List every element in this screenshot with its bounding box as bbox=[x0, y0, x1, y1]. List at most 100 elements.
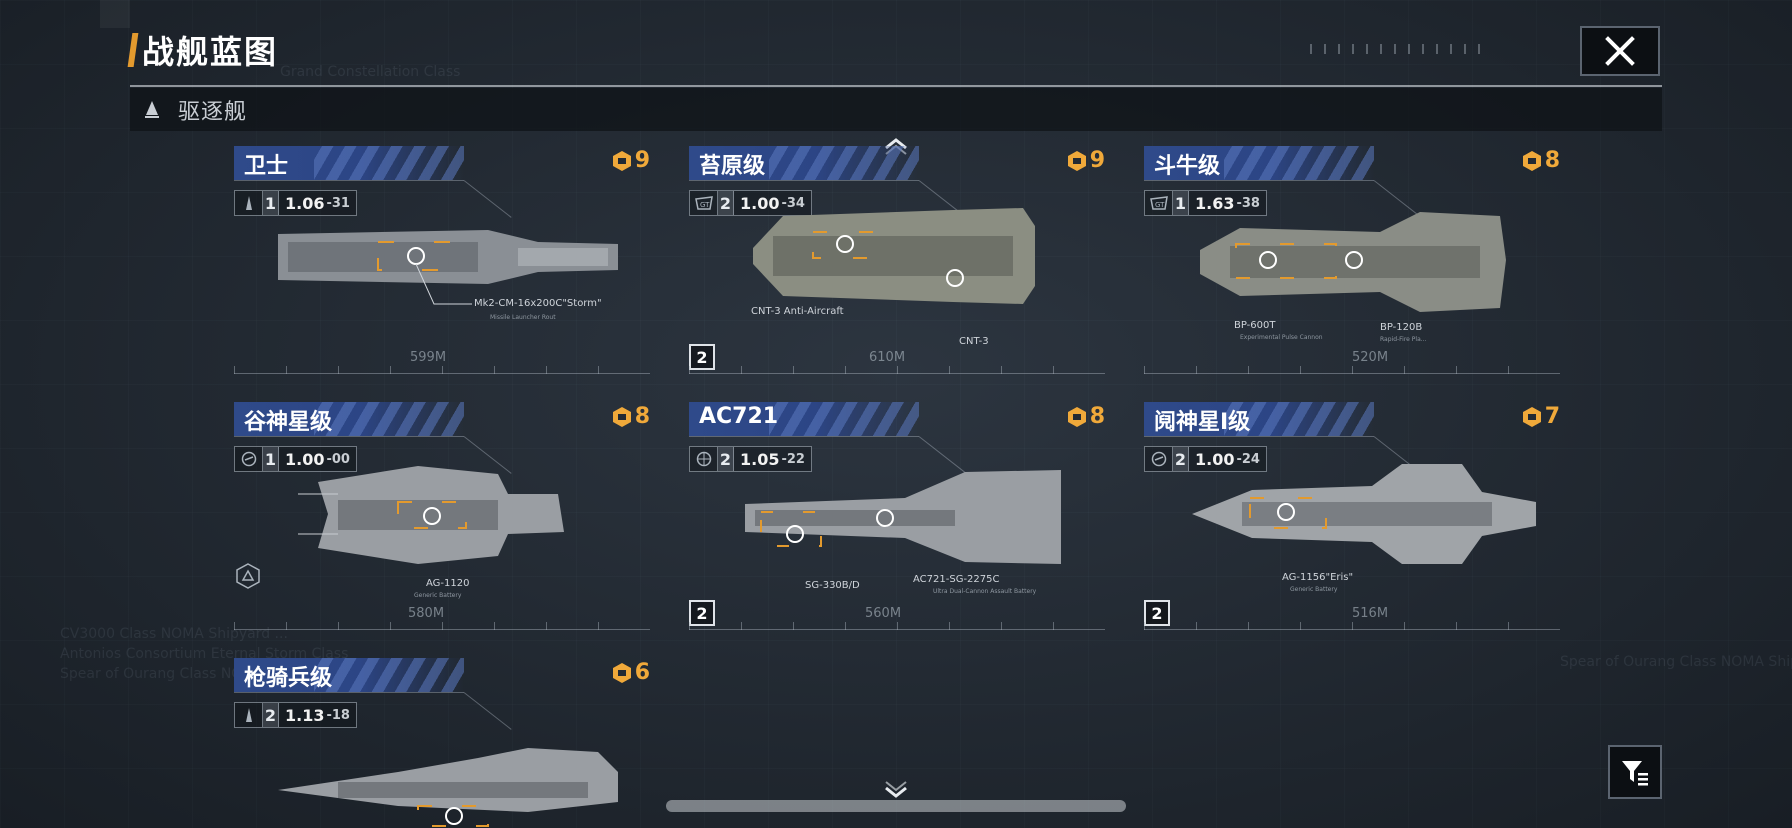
length-ruler bbox=[689, 366, 1105, 374]
ship-stats: 2 1.00-24 bbox=[1144, 446, 1267, 472]
close-x-icon bbox=[1605, 36, 1635, 66]
ship-stats: 1 1.06-31 bbox=[234, 190, 357, 216]
ship-card-ceres[interactable]: 谷神星级 8 1 1.00-00 AG-1120 Generic Battery… bbox=[234, 402, 650, 642]
blueprint-chip-icon bbox=[612, 662, 631, 683]
weapon-label: Mk2-CM-16x200C"Storm" bbox=[474, 298, 602, 309]
weapon-label: AG-1156"Eris" bbox=[1282, 572, 1354, 583]
blueprint-chip-icon bbox=[612, 150, 631, 171]
ship-card-bull[interactable]: 斗牛级 8 GT 1 1.63-38 BP-600T Experimental … bbox=[1144, 146, 1560, 386]
weapon-label: AG-1120 bbox=[426, 578, 470, 589]
stat-tier: 2 bbox=[718, 191, 734, 215]
stat-ratio-main: 1.05 bbox=[740, 449, 780, 469]
weapon-label: BP-120B bbox=[1380, 322, 1423, 333]
horizontal-scrollbar[interactable] bbox=[666, 800, 1126, 812]
gt-emblem-icon: GT bbox=[1145, 191, 1173, 215]
ship-image bbox=[278, 748, 618, 827]
blueprint-cost: 8 bbox=[1521, 148, 1560, 173]
gt-emblem-icon: GT bbox=[690, 191, 718, 215]
weapon-sublabel: Missile Launcher Rout bbox=[490, 314, 556, 321]
ship-card-guardian[interactable]: 卫士 9 1 1.06-31 Mk2-CM-16x200C"Storm" Mis… bbox=[234, 146, 650, 386]
blueprint-cost-value: 8 bbox=[1544, 148, 1560, 173]
length-ruler bbox=[234, 366, 650, 374]
blueprint-cost-value: 9 bbox=[1089, 148, 1105, 173]
ship-name: 枪骑兵级 bbox=[244, 666, 333, 691]
ship-silhouette-icon bbox=[235, 191, 263, 215]
stat-ratio: 1.00-00 bbox=[279, 447, 356, 471]
card-header-line bbox=[234, 180, 464, 181]
weapon-label: SG-330B/D bbox=[805, 580, 860, 591]
card-header-line bbox=[234, 436, 464, 437]
stat-ratio: 1.06-31 bbox=[279, 191, 356, 215]
weapon-sublabel: Ultra Dual-Cannon Assault Battery bbox=[933, 588, 1037, 595]
stat-ratio: 1.00-34 bbox=[734, 191, 811, 215]
card-header: 卫士 bbox=[234, 146, 464, 180]
stat-ratio-main: 1.63 bbox=[1195, 193, 1235, 213]
card-header: 枪骑兵级 bbox=[234, 658, 464, 692]
ship-length: 599M bbox=[410, 350, 447, 365]
title-accent-bar bbox=[127, 33, 139, 67]
stat-ratio-main: 1.06 bbox=[285, 193, 325, 213]
chevron-down-icon[interactable] bbox=[882, 778, 910, 798]
ship-card-lancer[interactable]: 枪骑兵级 6 2 1.13-18 bbox=[234, 658, 650, 828]
blueprint-chip-icon bbox=[1522, 406, 1541, 427]
ship-card-eris[interactable]: 阋神星I级 7 2 1.00-24 AG-1156"Eris" Generic … bbox=[1144, 402, 1560, 642]
close-button[interactable] bbox=[1580, 26, 1660, 76]
page-header: 战舰蓝图 bbox=[127, 30, 279, 71]
ship-card-tundra[interactable]: 苔原级 9 GT 2 1.00-34 CNT-3 Anti-Aircraft C… bbox=[689, 146, 1105, 386]
ship-name: 谷神星级 bbox=[244, 410, 333, 435]
stat-ratio-main: 1.00 bbox=[285, 449, 325, 469]
blueprint-cost-value: 8 bbox=[1089, 404, 1105, 429]
weapon-pointer-line bbox=[415, 263, 472, 305]
stat-ratio-sub: -31 bbox=[326, 195, 350, 211]
blueprint-cost-value: 6 bbox=[634, 660, 650, 685]
stat-tier: 2 bbox=[263, 703, 279, 727]
stat-tier: 2 bbox=[1173, 447, 1189, 471]
stat-ratio-main: 1.00 bbox=[1195, 449, 1235, 469]
ship-length: 560M bbox=[865, 606, 902, 621]
length-ruler bbox=[689, 622, 1105, 630]
ship-silhouette-icon bbox=[235, 703, 263, 727]
length-ruler bbox=[1144, 622, 1560, 630]
card-header: 阋神星I级 bbox=[1144, 402, 1374, 436]
blueprint-cost-value: 9 bbox=[634, 148, 650, 173]
svg-text:GT: GT bbox=[700, 201, 710, 209]
card-header-line bbox=[689, 180, 919, 181]
hexagon-info-icon[interactable] bbox=[234, 562, 262, 590]
length-ruler bbox=[1144, 366, 1560, 374]
blueprint-cost: 7 bbox=[1521, 404, 1560, 429]
ship-stats: 2 1.05-22 bbox=[689, 446, 812, 472]
category-bar[interactable]: 驱逐舰 bbox=[130, 88, 1662, 131]
ship-image bbox=[278, 230, 618, 284]
ship-card-ac721[interactable]: AC721 8 2 1.05-22 SG-330B/D AC721-SG-227… bbox=[689, 402, 1105, 642]
background-caption: Spear of Ourang Class NOMA Shipyar bbox=[1560, 654, 1792, 670]
card-header-line bbox=[463, 692, 512, 730]
header-deco-ticks bbox=[1310, 44, 1490, 54]
blueprint-cost: 6 bbox=[611, 660, 650, 685]
stat-ratio-sub: -22 bbox=[781, 451, 805, 467]
ship-name: AC721 bbox=[699, 404, 779, 429]
stat-ratio-main: 1.00 bbox=[740, 193, 780, 213]
ship-length: 520M bbox=[1352, 350, 1389, 365]
stat-ratio-sub: -18 bbox=[326, 707, 350, 723]
weapon-label: CNT-3 bbox=[959, 336, 989, 347]
owned-count-badge: 2 bbox=[689, 600, 715, 626]
stat-tier: 1 bbox=[1173, 191, 1189, 215]
blueprint-cost: 9 bbox=[1066, 148, 1105, 173]
weapon-sublabel: Generic Battery bbox=[1290, 586, 1338, 593]
weapon-label: CNT-3 Anti-Aircraft bbox=[751, 306, 844, 317]
card-header-line bbox=[234, 692, 464, 693]
round-emblem-icon bbox=[235, 447, 263, 471]
blueprint-cost: 9 bbox=[611, 148, 650, 173]
svg-text:GT: GT bbox=[1155, 201, 1165, 209]
blueprint-cost-value: 7 bbox=[1544, 404, 1560, 429]
filter-button[interactable] bbox=[1608, 745, 1662, 799]
card-header: 苔原级 bbox=[689, 146, 919, 180]
weapon-label: BP-600T bbox=[1234, 320, 1276, 331]
blueprint-cost: 8 bbox=[611, 404, 650, 429]
page-title: 战舰蓝图 bbox=[142, 33, 279, 71]
owned-count-badge: 2 bbox=[1144, 600, 1170, 626]
destroyer-class-icon bbox=[140, 98, 164, 122]
stat-tier: 2 bbox=[718, 447, 734, 471]
corner-marker bbox=[100, 0, 130, 28]
length-ruler bbox=[234, 622, 650, 630]
